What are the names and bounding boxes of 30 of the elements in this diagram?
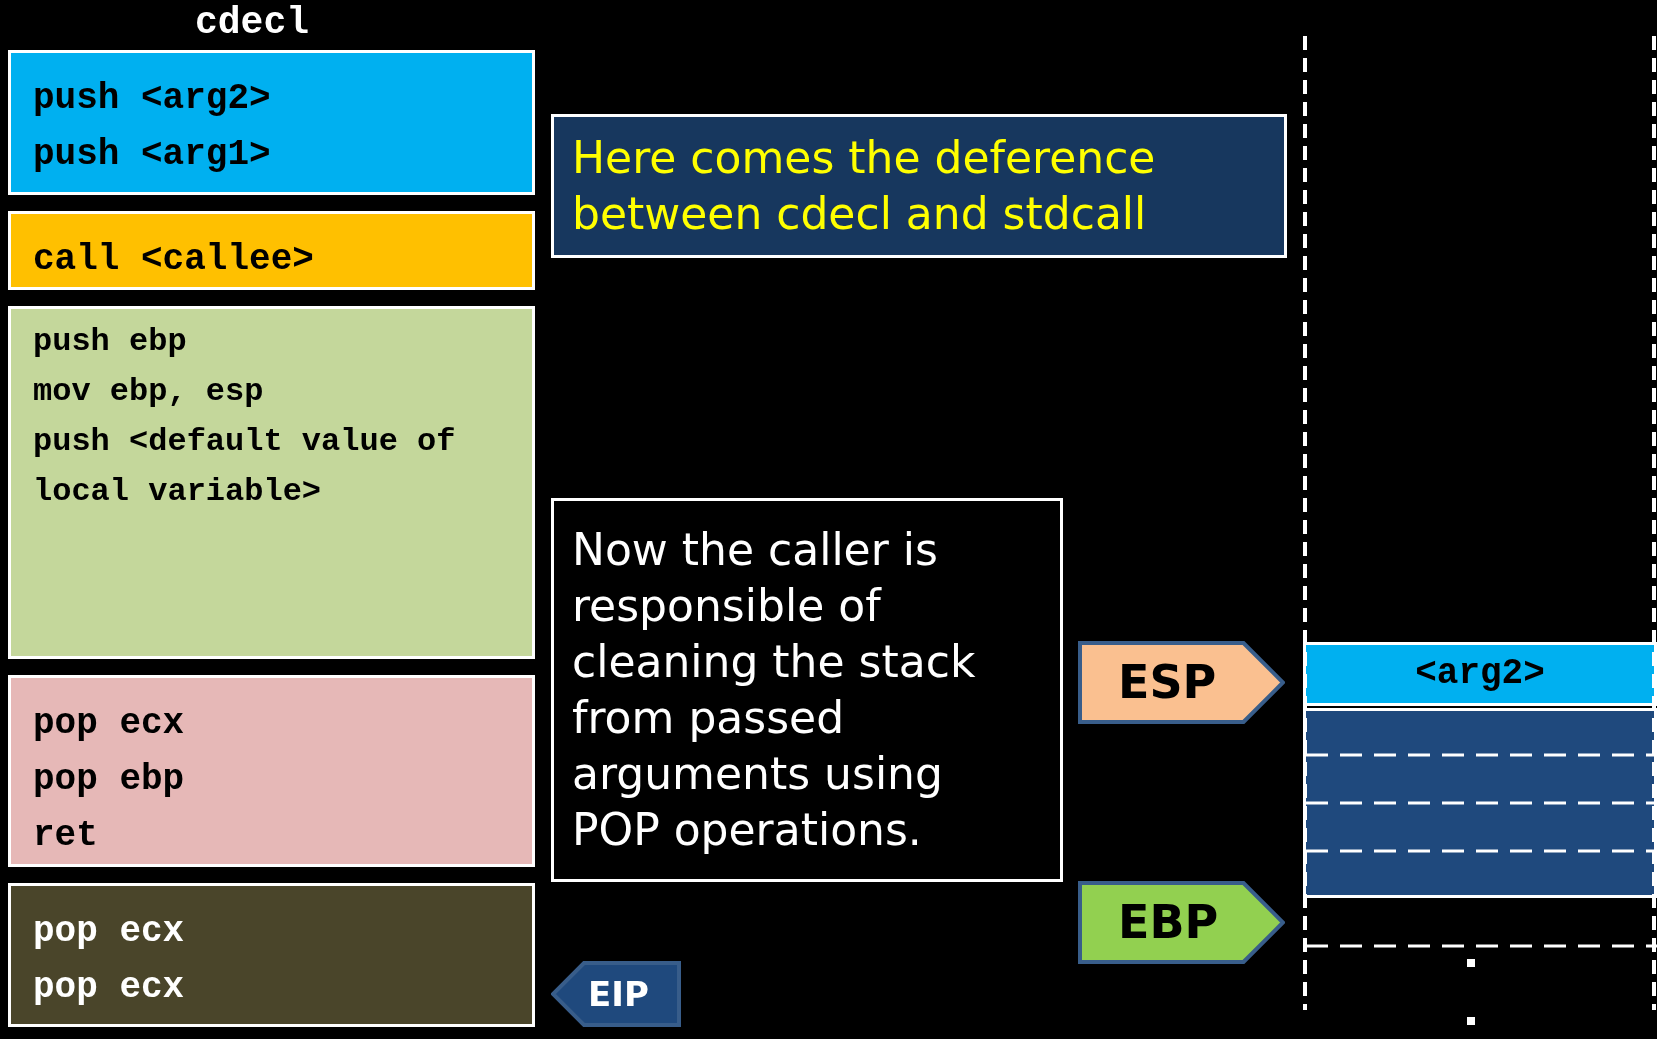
note-text: Here comes the deference between cdecl and stdcall <box>572 131 1157 241</box>
stack-frame <box>1303 708 1657 898</box>
code-line: mov ebp, esp <box>33 372 265 412</box>
code-box <box>8 306 535 659</box>
note-box <box>551 114 1287 258</box>
code-line: push <default value of local variable> <box>33 422 457 512</box>
note-text: Now the caller is responsible of cleaning the stack from passed arguments using POP operations. <box>572 523 977 857</box>
code-line: pop ecx <box>33 702 186 746</box>
code-box <box>8 50 535 195</box>
code-box <box>8 883 535 1027</box>
register-name: EBP <box>1118 894 1219 951</box>
code-line: push <arg1> <box>33 133 272 177</box>
code-line: call <callee> <box>33 238 315 282</box>
heading: cdecl <box>195 0 310 46</box>
stack-value: <arg2> <box>1415 653 1545 694</box>
register-tag <box>1078 641 1285 724</box>
code-line: push ebp <box>33 322 188 362</box>
code-line: ret <box>33 814 99 858</box>
register-name: ESP <box>1118 654 1217 711</box>
code-line: pop ecx <box>33 966 186 1010</box>
code-line: pop ecx <box>33 910 186 954</box>
stack-cell <box>1303 642 1657 706</box>
register-tag <box>551 961 681 1027</box>
register-tag <box>1078 881 1285 964</box>
code-line: push <arg2> <box>33 77 272 121</box>
code-box <box>8 211 535 290</box>
note-box <box>551 498 1063 882</box>
code-box <box>8 675 535 867</box>
code-line: pop ebp <box>33 758 186 802</box>
register-name: EIP <box>588 973 649 1016</box>
